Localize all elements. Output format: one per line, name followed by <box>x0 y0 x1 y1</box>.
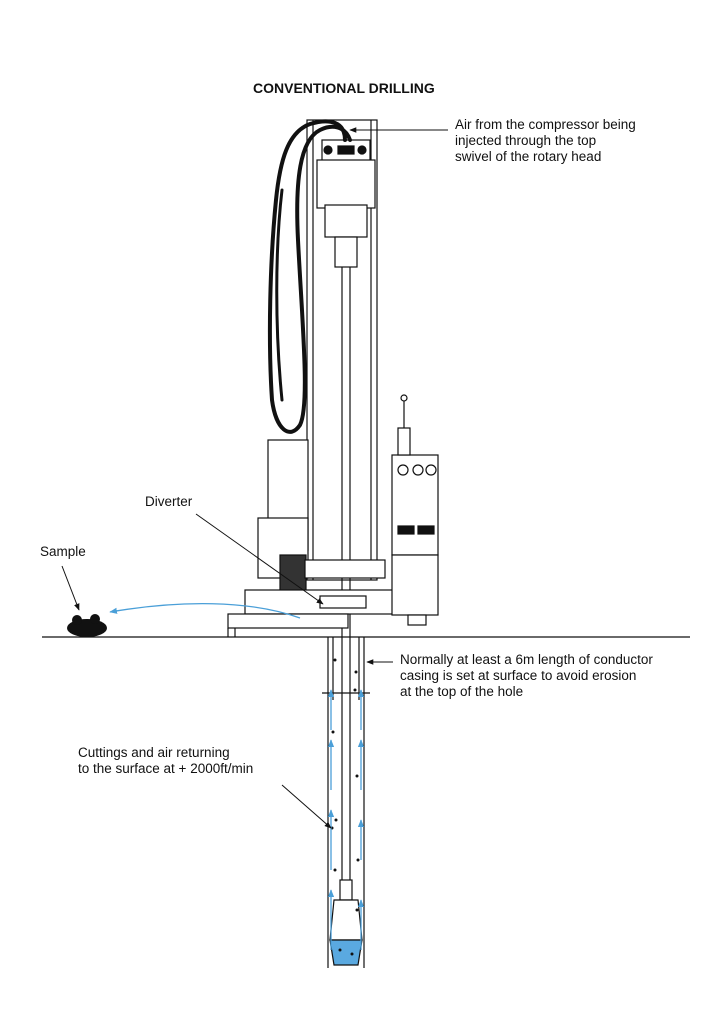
drill-bit <box>329 879 363 966</box>
conductor-casing-label: Normally at least a 6m length of conduct… <box>400 652 653 699</box>
air-hose <box>267 119 352 434</box>
annotation-arrows <box>61 127 448 829</box>
sample-label: Sample <box>40 544 86 559</box>
control-panel <box>391 394 439 626</box>
cuttings-particles <box>330 658 360 956</box>
diverter-label: Diverter <box>145 494 193 509</box>
air-injection-label: Air from the compressor being injected t… <box>455 117 636 164</box>
diagram-title: CONVENTIONAL DRILLING <box>253 80 435 96</box>
cuttings-label: Cuttings and air returning to the surfac… <box>78 745 254 776</box>
sample-pile <box>67 614 107 637</box>
rotary-head <box>316 139 376 268</box>
airflow-arrows <box>109 603 365 950</box>
